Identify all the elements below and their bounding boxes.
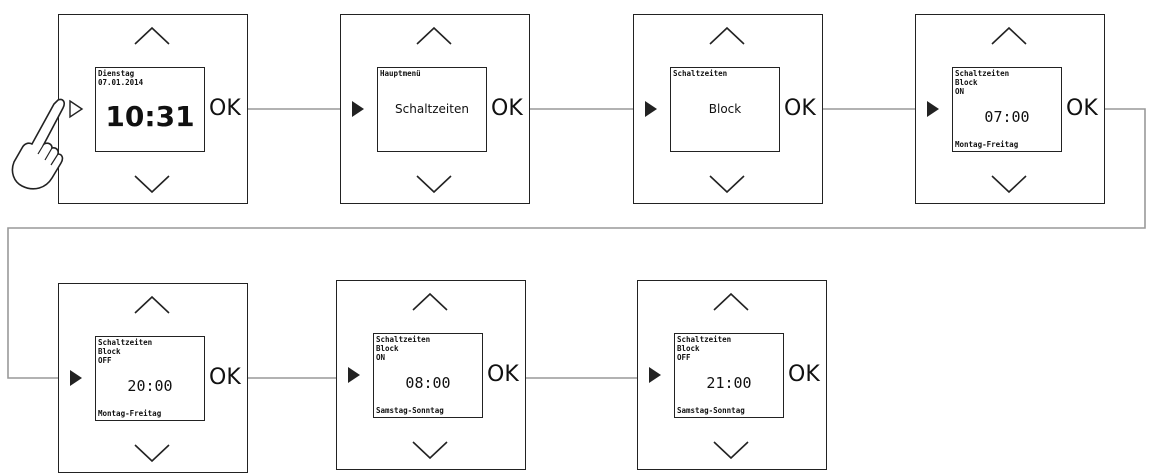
screen-mode: Block [955, 78, 978, 87]
left-button-icon[interactable] [925, 99, 941, 119]
screen-mode: Block [98, 347, 121, 356]
down-arrow-button[interactable] [132, 442, 172, 464]
screen-days: Montag-Freitag [98, 409, 162, 418]
screen-state: ON [955, 87, 965, 96]
down-arrow-button[interactable] [132, 173, 172, 195]
screen-mode: Block [677, 344, 700, 353]
screen-header: Schaltzeiten [376, 335, 431, 344]
screen-time: 20:00 [127, 377, 173, 395]
up-arrow-button[interactable] [711, 291, 751, 313]
screen-state: OFF [98, 356, 112, 365]
up-arrow-button[interactable] [989, 25, 1029, 47]
ok-button[interactable]: OK [1066, 96, 1098, 121]
screen-header: Schaltzeiten [98, 338, 153, 347]
down-arrow-button[interactable] [707, 173, 747, 195]
ok-button[interactable]: OK [491, 96, 523, 121]
screen-clock: 10:31 [105, 100, 195, 133]
down-arrow-button[interactable] [410, 439, 450, 461]
left-button-icon[interactable] [643, 99, 659, 119]
left-button-icon[interactable] [647, 365, 663, 385]
screen-days: Montag-Freitag [955, 140, 1019, 149]
screen-header: Schaltzeiten [955, 69, 1010, 78]
left-button-icon[interactable] [346, 365, 362, 385]
left-button-icon[interactable] [68, 368, 84, 388]
screen-date: 07.01.2014 [98, 78, 144, 87]
down-arrow-button[interactable] [989, 173, 1029, 195]
ok-button[interactable]: OK [788, 362, 820, 387]
screen-menu-item: Schaltzeiten [395, 102, 469, 116]
connector-4-5 [7, 108, 1146, 379]
down-arrow-button[interactable] [711, 439, 751, 461]
up-arrow-button[interactable] [414, 25, 454, 47]
screen-menu-item: Block [708, 102, 742, 116]
pointing-hand-icon [11, 98, 65, 190]
down-arrow-button[interactable] [414, 173, 454, 195]
screen-header: Hauptmenü [380, 69, 421, 78]
screen-time: 21:00 [706, 374, 752, 392]
up-arrow-button[interactable] [132, 25, 172, 47]
ok-button[interactable]: OK [209, 96, 241, 121]
ok-button[interactable]: OK [487, 362, 519, 387]
ok-button[interactable]: OK [784, 96, 816, 121]
screen-state: OFF [677, 353, 691, 362]
screen-state: ON [376, 353, 386, 362]
left-button-icon[interactable] [350, 99, 366, 119]
screen-days: Samstag-Sonntag [376, 406, 444, 415]
screen-time: 08:00 [405, 374, 451, 392]
up-arrow-button[interactable] [410, 291, 450, 313]
screen-days: Samstag-Sonntag [677, 406, 745, 415]
screen-day: Dienstag [98, 69, 135, 78]
left-button-icon[interactable] [68, 99, 84, 119]
screen-header: Schaltzeiten [677, 335, 732, 344]
screen-header: Schaltzeiten [673, 69, 728, 78]
screen-mode: Block [376, 344, 399, 353]
up-arrow-button[interactable] [132, 294, 172, 316]
ok-button[interactable]: OK [209, 365, 241, 390]
up-arrow-button[interactable] [707, 25, 747, 47]
screen-time: 07:00 [984, 108, 1030, 126]
